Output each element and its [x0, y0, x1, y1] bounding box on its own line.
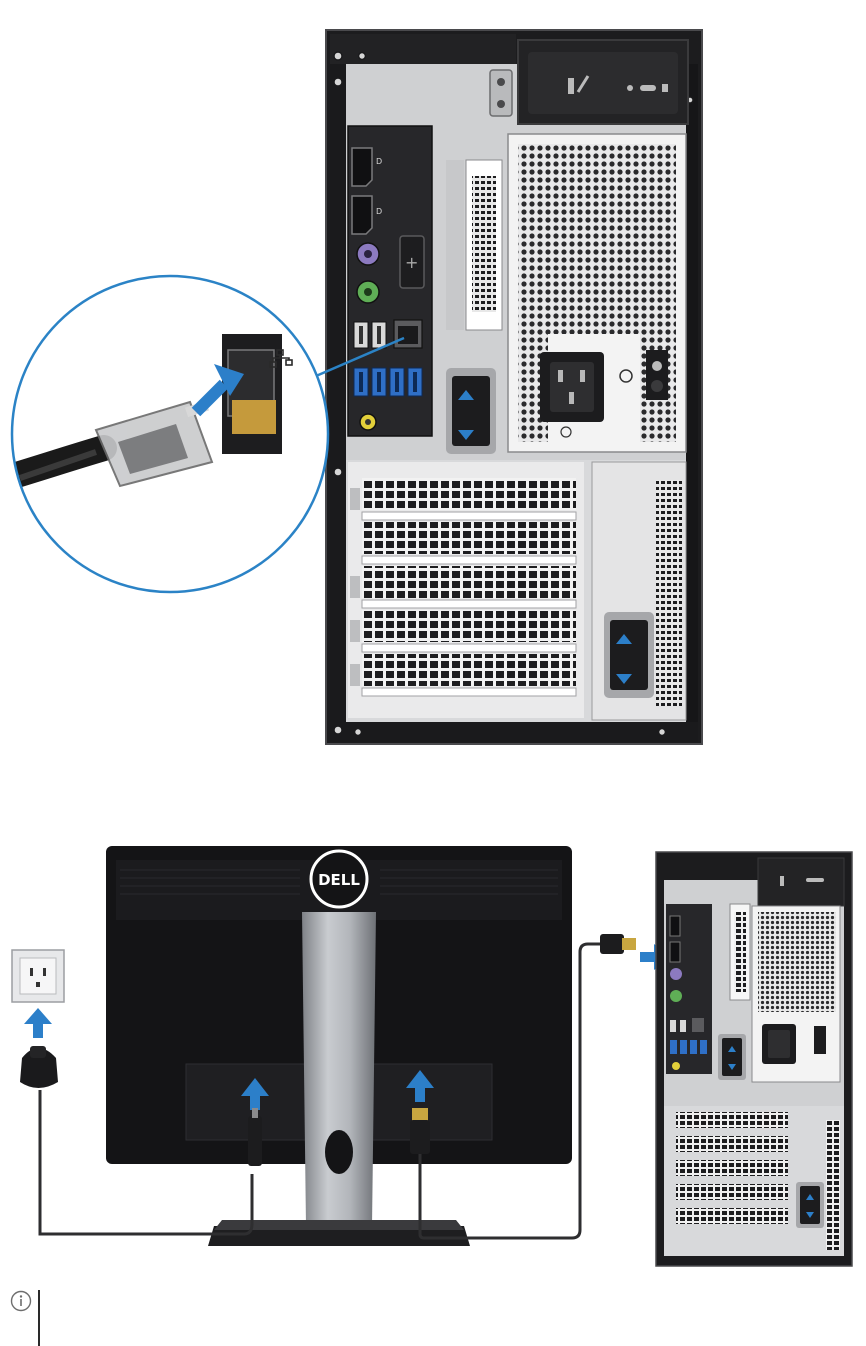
release-latch-lower [604, 612, 654, 698]
displayport-2 [352, 196, 372, 234]
wall-power-outlet [12, 950, 64, 1002]
tower-computer-rear: D D + [326, 30, 702, 744]
expansion-slots [348, 462, 584, 718]
dc-power-connector [248, 1108, 262, 1166]
release-latch-upper [446, 368, 496, 454]
rear-io-panel: D D + [348, 126, 432, 436]
svg-text:D: D [376, 207, 382, 216]
dell-logo: DELL [311, 851, 367, 907]
figure-monitor-and-power-connection: DELL [0, 820, 866, 1270]
network-port-zoom [0, 276, 328, 592]
displayport-1 [352, 148, 372, 186]
hdmi-connector-computer [600, 934, 636, 954]
note-block [10, 1290, 70, 1346]
ps2-keyboard-port [357, 243, 379, 265]
ps2-mouse-port [357, 281, 379, 303]
figure-network-cable-connection: D D + [0, 0, 866, 770]
svg-text:+: + [405, 253, 418, 272]
line-out-audio-port [360, 414, 376, 430]
network-port [394, 320, 422, 348]
power-plug [20, 1046, 58, 1088]
hdmi-connector-monitor [410, 1108, 430, 1154]
tower-computer-rear-small [656, 852, 852, 1266]
arrow-up-outlet [24, 1008, 52, 1038]
svg-text:D: D [376, 157, 382, 166]
power-supply-unit [508, 134, 686, 452]
svg-text:DELL: DELL [318, 871, 360, 889]
chassis-lock-housing [518, 40, 688, 124]
info-icon [10, 1290, 32, 1312]
note-bar [38, 1290, 40, 1346]
